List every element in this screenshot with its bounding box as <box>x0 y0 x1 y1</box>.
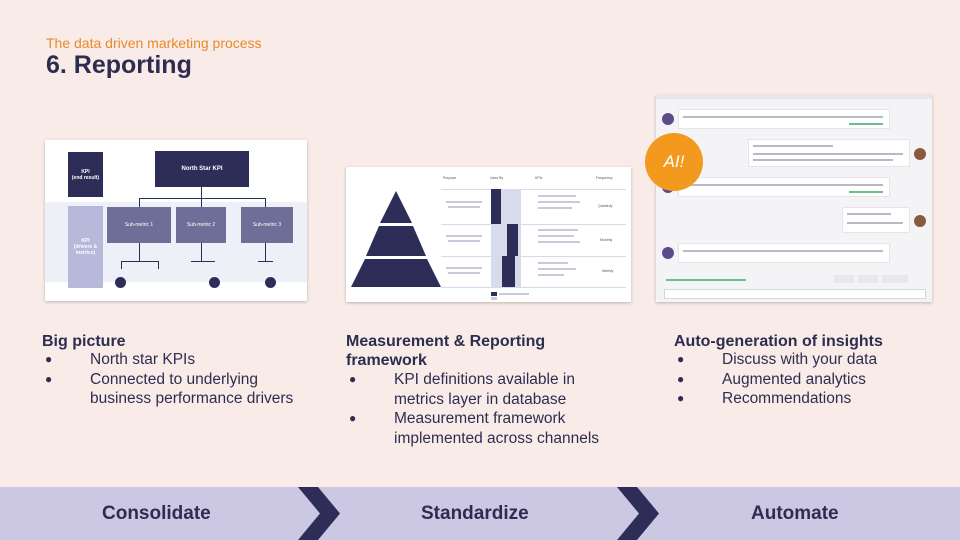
chevron-right-icon <box>298 487 340 540</box>
section-subtitle: The data driven marketing process <box>46 35 262 51</box>
frequency-label: Weekly <box>602 269 614 273</box>
measurement-framework-heading: Measurement & Reporting framework <box>346 333 546 369</box>
chat-message <box>678 243 890 263</box>
big-picture-heading: Big picture <box>42 333 126 350</box>
chat-message <box>842 207 910 233</box>
node-dot <box>209 277 220 288</box>
column-header: Frequency <box>596 176 613 180</box>
sub-metric-box: Sub-metric 1 <box>107 207 171 243</box>
step-standardize: Standardize <box>421 503 529 524</box>
node-dot <box>265 277 276 288</box>
ai-chat-thumbnail <box>656 95 932 302</box>
user-avatar <box>914 215 926 227</box>
north-star-kpi-box: North Star KPI <box>155 151 249 187</box>
node-dot <box>115 277 126 288</box>
assistant-avatar <box>662 247 674 259</box>
measurement-framework-bullets: KPI definitions available in metrics lay… <box>349 370 629 448</box>
bullet-item: Connected to underlying business perform… <box>45 370 315 409</box>
frequency-label: Quarterly <box>598 204 613 208</box>
bullet-item: Measurement framework implemented across… <box>349 409 629 448</box>
sub-metric-box: Sub-metric 2 <box>176 207 226 243</box>
kpi-drivers-label: KPI (drivers & metrics) <box>68 206 103 288</box>
kpi-end-result-label: KPI (end result) <box>68 152 103 197</box>
measurement-framework-thumbnail: Purpose Used By KPIs Frequency Quarterly… <box>346 167 631 302</box>
bullet-item: Discuss with your data <box>677 350 947 370</box>
step-consolidate: Consolidate <box>102 503 211 524</box>
chat-input[interactable] <box>664 289 926 299</box>
ai-badge-icon: AI! <box>645 133 703 191</box>
sub-metric-box: Sub-metric 3 <box>241 207 293 243</box>
process-band: Consolidate Standardize Automate <box>0 487 960 540</box>
step-automate: Automate <box>751 503 839 524</box>
column-header: Used By <box>490 176 504 180</box>
frequency-label: Monthly <box>600 238 613 242</box>
column-header: Purpose <box>443 176 457 180</box>
page-title: 6. Reporting <box>46 51 192 79</box>
pyramid-graphic <box>351 191 441 287</box>
user-avatar <box>914 148 926 160</box>
chevron-right-icon <box>617 487 659 540</box>
bullet-item: KPI definitions available in metrics lay… <box>349 370 629 409</box>
chat-message <box>748 139 910 167</box>
bullet-item: Recommendations <box>677 389 947 409</box>
bullet-item: North star KPIs <box>45 350 315 370</box>
assistant-avatar <box>662 113 674 125</box>
big-picture-bullets: North star KPIs Connected to underlying … <box>45 350 315 409</box>
auto-insights-heading: Auto-generation of insights <box>674 333 883 350</box>
chat-message <box>678 109 890 129</box>
bullet-item: Augmented analytics <box>677 370 947 390</box>
column-header: KPIs <box>535 176 543 180</box>
auto-insights-bullets: Discuss with your data Augmented analyti… <box>677 350 947 409</box>
chat-message <box>678 177 890 197</box>
kpi-tree-thumbnail: KPI (end result) KPI (drivers & metrics)… <box>45 140 307 301</box>
